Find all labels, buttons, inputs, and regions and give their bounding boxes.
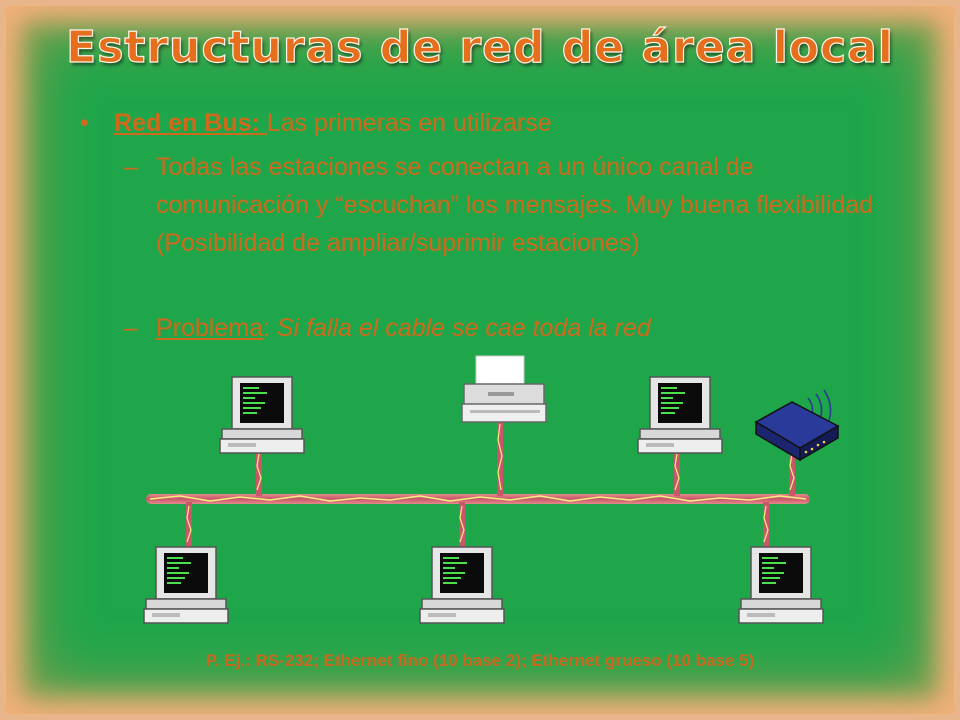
subbullet-marker: – (124, 153, 138, 181)
subbullet-marker: – (124, 314, 138, 342)
computer-icon (143, 546, 229, 624)
bullet-marker: • (80, 109, 89, 137)
problem-separator: : (263, 314, 277, 342)
drop-cable-top (674, 452, 680, 496)
problem-label: Problema (156, 314, 263, 342)
drop-cable-top (256, 452, 262, 496)
slide-title: Estructuras de red de área local (66, 21, 894, 73)
bullet-body: Las primeras en utilizarse (266, 109, 552, 137)
computer-icon (637, 376, 723, 454)
subbullet-description: Todas las estaciones se conectan a un ún… (156, 153, 874, 257)
subbullet-problem: Problema: Si falla el cable se cae toda … (156, 309, 886, 347)
problem-text: Si falla el cable se cae toda la red (276, 314, 651, 342)
printer-icon (461, 355, 547, 423)
drop-cable-bottom (459, 502, 465, 548)
drop-cable-top (789, 452, 795, 496)
drop-cable-bottom (763, 502, 769, 548)
footnote: P. Ej.: RS-232; Ethernet fino (10 base 2… (205, 651, 755, 670)
bus-cable (146, 494, 810, 504)
computer-icon (419, 546, 505, 624)
computer-icon (219, 376, 305, 454)
modem-icon (754, 389, 840, 462)
drop-cable-bottom (186, 502, 192, 548)
bullet-lead: Red en Bus: (114, 109, 267, 137)
bullet-text: Red en Bus: Las primeras en utilizarse (114, 106, 552, 140)
drop-cable-top (497, 422, 503, 496)
computer-icon (738, 546, 824, 624)
